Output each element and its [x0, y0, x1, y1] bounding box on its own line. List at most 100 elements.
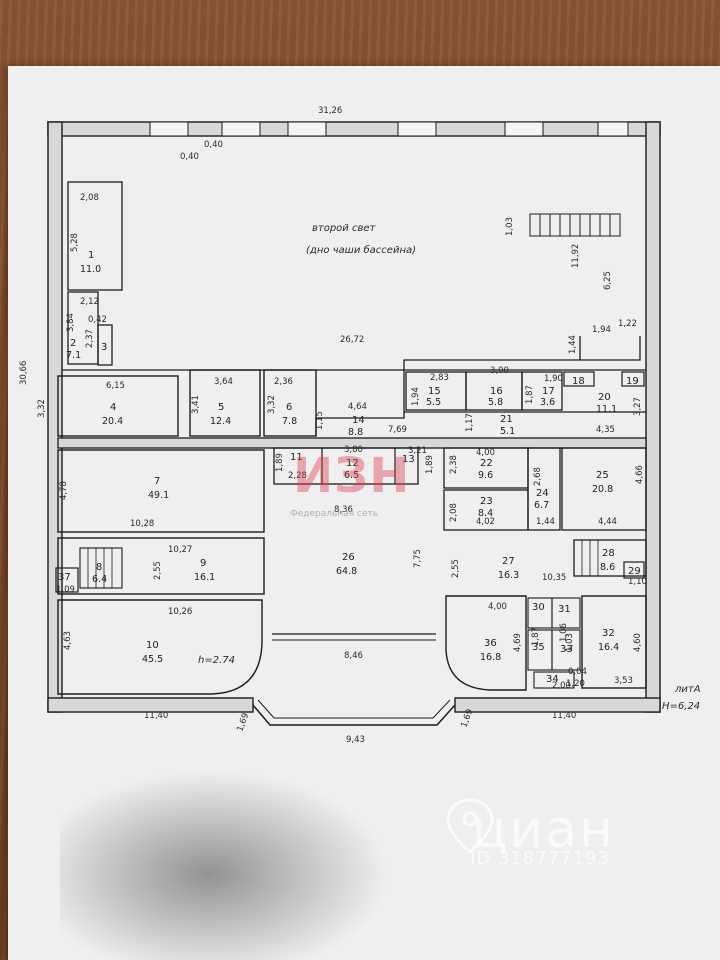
svg-text:20.8: 20.8 [592, 484, 613, 495]
svg-text:64.8: 64.8 [336, 566, 357, 577]
dim-label: 1,69 [235, 712, 251, 733]
svg-text:11.0: 11.0 [80, 264, 101, 275]
svg-text:16.1: 16.1 [194, 572, 215, 583]
location-pin-icon [446, 798, 494, 854]
dim-label: 9,43 [346, 735, 365, 745]
dim-label: 4,60 [633, 633, 643, 652]
dim-label: 4,63 [63, 631, 73, 650]
svg-text:1: 1 [88, 250, 94, 261]
svg-text:9: 9 [200, 558, 206, 569]
room-6-outline [263, 369, 317, 437]
dim-label: 1,20 [566, 679, 585, 689]
dim-label: 2,55 [451, 559, 461, 578]
svg-text:21: 21 [500, 414, 513, 425]
room-10-outline [57, 599, 263, 695]
window-top-3 [287, 121, 327, 137]
svg-text:12.4: 12.4 [210, 416, 231, 427]
room-2: 2 7.1 [66, 338, 81, 361]
svg-text:9.6: 9.6 [478, 470, 493, 481]
svg-text:8.4: 8.4 [478, 508, 493, 519]
svg-text:20: 20 [598, 392, 611, 403]
dim-label: 2,55 [153, 561, 163, 580]
window-top-4 [397, 121, 437, 137]
svg-text:31: 31 [558, 604, 571, 615]
dim-label: 4,02 [476, 517, 495, 527]
room-24-outline [527, 447, 561, 531]
svg-text:5.8: 5.8 [488, 397, 503, 408]
svg-text:18: 18 [572, 376, 585, 387]
room-5: 5 12.4 [210, 402, 231, 427]
dim-label: 4,35 [596, 425, 615, 435]
svg-text:5.1: 5.1 [500, 426, 515, 437]
dim-label: 1,44 [536, 517, 555, 527]
room-19: 19 [626, 376, 639, 387]
room-14: 14 8.8 [348, 415, 365, 438]
room-12: 12 6.5 [344, 458, 359, 481]
dim-label: 4,44 [598, 517, 617, 527]
dim-label: 3,00 [490, 366, 509, 376]
svg-text:8: 8 [96, 562, 102, 573]
room-17: 17 3.6 [540, 386, 555, 408]
dim-label: 2,00 [552, 681, 571, 691]
dim-label: 2,37 [85, 329, 95, 348]
room-28: 28 8.6 [600, 548, 615, 573]
room-32-outline [581, 595, 647, 689]
outer-wall-bottom-right [454, 697, 661, 713]
dim-label: 2,12 [80, 297, 99, 307]
svg-text:11: 11 [290, 452, 303, 463]
room-34: 34 [546, 674, 559, 685]
dim-label: 4,78 [59, 481, 69, 500]
room-31: 31 [558, 604, 571, 615]
svg-text:49.1: 49.1 [148, 490, 169, 501]
dim-label: 2,36 [274, 377, 293, 387]
dim-label: 3,80 [344, 445, 363, 455]
dim-label: 1,90 [544, 374, 563, 384]
phone-shadow [60, 770, 390, 960]
room-8-stair [79, 547, 123, 589]
svg-text:45.5: 45.5 [142, 654, 163, 665]
svg-text:4: 4 [110, 402, 116, 413]
room-1-outline [67, 181, 123, 291]
svg-text:23: 23 [480, 496, 493, 507]
room-33-outline [551, 629, 581, 671]
dim-label: 2,28 [288, 471, 307, 481]
svg-text:6.7: 6.7 [534, 500, 549, 511]
svg-text:3.6: 3.6 [540, 397, 555, 408]
dim-label: 2,08 [80, 193, 99, 203]
svg-text:8.8: 8.8 [348, 427, 363, 438]
dim-label: 4,69 [513, 633, 523, 652]
room-9: 9 16.1 [194, 558, 215, 583]
room-height-label: h=2.74 [198, 655, 235, 666]
dim-label: 3,64 [214, 377, 233, 387]
room-37: 37 [58, 572, 71, 583]
dim-label: 1,94 [411, 387, 421, 406]
dim-label: 3,21 [408, 446, 427, 456]
dim-label: 11,40 [552, 711, 576, 721]
overall-height-label: 30,66 [19, 361, 29, 385]
room-32: 32 16.4 [598, 628, 619, 653]
room-16: 16 5.8 [488, 386, 503, 408]
room-7-outline [57, 449, 265, 533]
dim-label: 0,04 [568, 667, 587, 677]
window-top-6 [597, 121, 629, 137]
room-22: 22 9.6 [478, 458, 493, 481]
svg-text:24: 24 [536, 488, 549, 499]
bay-window-outer [252, 704, 456, 726]
dim-label: 3,53 [614, 676, 633, 686]
pool-width-label: 26,72 [340, 335, 364, 345]
dim-label: 2,83 [430, 373, 449, 383]
room-30: 30 [532, 602, 545, 613]
dim-label: 10,26 [168, 607, 192, 617]
dim-label: 3,27 [633, 397, 643, 416]
svg-text:7.1: 7.1 [66, 350, 81, 361]
height-label: Н=6,24 [662, 701, 700, 712]
dim-label: 3,84 [66, 313, 76, 332]
svg-text:25: 25 [596, 470, 609, 481]
room-3: 3 [101, 342, 107, 353]
svg-text:28: 28 [602, 548, 615, 559]
room-5-outline [189, 369, 261, 437]
room-17-outline [521, 371, 563, 411]
outer-wall-right [645, 121, 661, 713]
room-28-outline [573, 539, 647, 577]
